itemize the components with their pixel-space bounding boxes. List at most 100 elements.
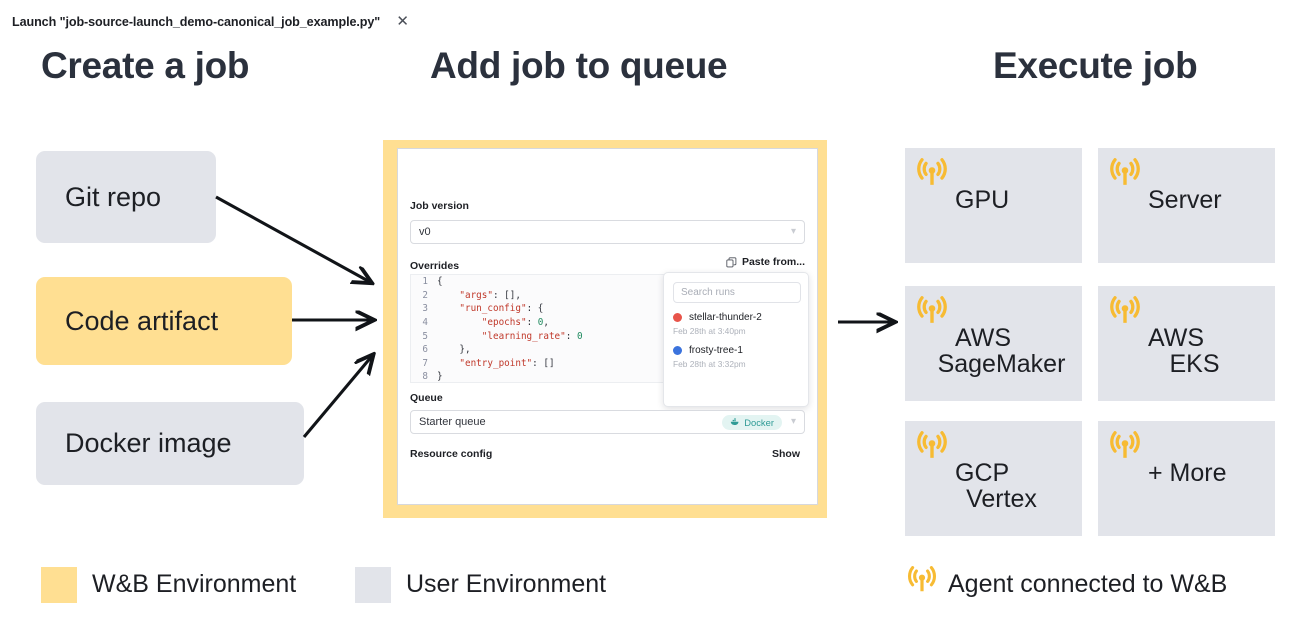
source-box-label: Code artifact [65, 305, 219, 336]
source-box-git-repo[interactable]: Git repo [36, 151, 216, 243]
launch-modal-title: Launch "job-source-launch_demo-canonical… [12, 14, 381, 29]
docker-whale-icon [731, 418, 739, 425]
paste-from-label: Paste from... [741, 256, 805, 268]
legend-label-wandb: W&B Environment [92, 570, 297, 598]
launch-modal-header: Launch "job-source-launch_demo-canonical… [12, 14, 409, 29]
docker-badge-label: Docker [744, 416, 774, 428]
source-box-label: Git repo [65, 181, 162, 212]
agent-icon-wrap [1108, 295, 1275, 334]
code-line-number: 5 [422, 330, 428, 342]
execute-target-card[interactable]: + More [1098, 421, 1275, 536]
code-line-text: "epochs": 0, [481, 317, 549, 329]
chevron-down-icon: ▾ [790, 226, 796, 237]
close-icon[interactable]: ✕ [396, 13, 409, 30]
agent-broadcast-icon [908, 566, 936, 592]
execute-target-card[interactable]: GPU [905, 148, 1082, 263]
code-line-number: 8 [422, 371, 428, 383]
run-timestamp: Feb 28th at 3:40pm [673, 326, 746, 336]
code-line-text: } [437, 371, 443, 383]
queue-select[interactable]: Starter queue Docker ▾ [410, 410, 805, 434]
run-color-dot [673, 313, 682, 322]
code-line: 2 "args": [], [411, 289, 804, 303]
search-runs-input[interactable]: Search runs [673, 282, 801, 303]
code-line-text: "entry_point": [] [459, 357, 555, 369]
agent-broadcast-icon [917, 296, 947, 323]
paste-from-button[interactable]: Paste from... [726, 256, 805, 268]
source-box-label: Docker image [65, 428, 232, 458]
run-item-header: stellar-thunder-2 [673, 312, 799, 323]
code-line-text: "run_config": { [459, 303, 544, 315]
source-box-code-artifact[interactable]: Code artifact [36, 277, 292, 365]
copy-icon [726, 256, 737, 267]
arrow-git-to-queue [215, 195, 370, 282]
execute-card-label: GPU [955, 186, 1010, 214]
resource-config-label: Resource config [410, 448, 493, 460]
code-line-number: 4 [422, 317, 428, 329]
code-line: 6 }, [411, 343, 804, 357]
execute-card-label-line2: SageMaker [937, 350, 1066, 378]
code-line: 5 "learning_rate": 0 [411, 329, 804, 343]
job-version-value: v0 [419, 226, 431, 238]
code-line: 7 "entry_point": [] [411, 357, 804, 371]
agent-icon-wrap [1108, 157, 1275, 196]
legend-swatch-wandb [41, 567, 77, 603]
code-line-number: 3 [422, 303, 428, 315]
legend-label-agent: Agent connected to W&B [948, 570, 1228, 598]
code-line-text: }, [437, 344, 471, 356]
agent-icon-wrap [915, 430, 1082, 469]
execute-card-label-line2: Vertex [966, 485, 1037, 513]
run-name: stellar-thunder-2 [689, 312, 762, 323]
execute-card-label: + More [1148, 459, 1227, 487]
agent-icon-wrap [915, 295, 1082, 334]
run-name: frosty-tree-1 [689, 345, 743, 356]
source-box-docker-image[interactable]: Docker image [36, 402, 304, 485]
code-line-number: 1 [422, 276, 428, 288]
agent-broadcast-icon [1110, 431, 1140, 458]
overrides-header-row: Overrides Paste from... [410, 256, 805, 272]
chevron-down-icon: ▾ [790, 416, 796, 427]
overrides-label: Overrides [410, 260, 460, 272]
queue-value: Starter queue [419, 416, 486, 428]
agent-icon-wrap [1108, 430, 1275, 469]
agent-broadcast-icon [917, 158, 947, 185]
code-line-number: 2 [422, 289, 428, 301]
run-timestamp: Feb 28th at 3:32pm [673, 359, 746, 369]
run-color-dot [673, 346, 682, 355]
run-item-header: frosty-tree-1 [673, 345, 799, 356]
resource-config-show-button[interactable]: Show [772, 448, 800, 460]
code-line: 8} [411, 370, 804, 383]
arrow-docker-to-queue [302, 356, 372, 438]
job-version-label: Job version [410, 200, 469, 212]
page-title-create-a-job: Create a job [41, 45, 250, 86]
execute-target-card[interactable]: Server [1098, 148, 1275, 263]
code-line-number: 7 [422, 357, 428, 369]
code-line-text: { [437, 276, 443, 288]
legend-label-user: User Environment [406, 570, 607, 598]
code-line-number: 6 [422, 344, 428, 356]
legend-swatch-user [355, 567, 391, 603]
code-line-text: "learning_rate": 0 [481, 330, 583, 342]
agent-broadcast-icon [1110, 158, 1140, 185]
page-title-add-job-to-queue: Add job to queue [430, 45, 728, 86]
legend-agent-icon-wrap [906, 565, 938, 602]
code-line: 1{ [411, 275, 804, 289]
job-version-select[interactable]: v0 ▾ [410, 220, 805, 244]
code-line-text: "args": [], [459, 289, 521, 301]
status-badge-docker: Docker [722, 414, 782, 430]
execute-card-label-line2: EKS [1169, 350, 1220, 378]
page-title-execute-job: Execute job [993, 45, 1198, 86]
agent-broadcast-icon [917, 431, 947, 458]
agent-broadcast-icon [1110, 296, 1140, 323]
agent-icon-wrap [915, 157, 1082, 196]
